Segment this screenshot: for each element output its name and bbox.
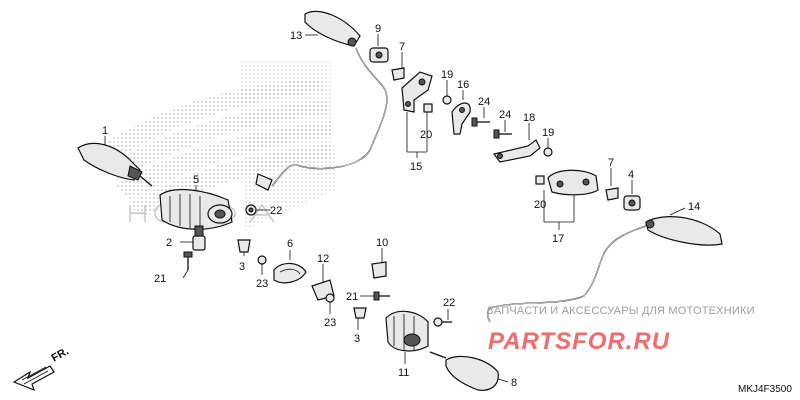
callout-8: 8 [511, 377, 517, 389]
watermark-brand: PARTSFOR.RU [488, 328, 670, 355]
callout-21: 21 [154, 273, 166, 285]
collar-left [423, 103, 433, 113]
left-turn-signal-lens [77, 142, 153, 187]
rubber-pad [273, 262, 307, 284]
callout-10: 10 [376, 237, 388, 249]
watermark: ЗАПЧАСТИ И АКСЕССУАРЫ ДЛЯ МОТОТЕХНИКИ PA… [487, 305, 755, 355]
callout-23: 23 [324, 317, 336, 329]
grommet-left [245, 204, 257, 216]
small-bracket [371, 261, 387, 279]
bolt-top [471, 117, 490, 127]
right-stay-plate [492, 139, 541, 163]
watermark-tagline: ЗАПЧАСТИ И АКСЕССУАРЫ ДЛЯ МОТОТЕХНИКИ [487, 305, 755, 317]
turn-signal-housing [159, 189, 233, 230]
screw-right [433, 317, 452, 327]
clip-left [237, 239, 251, 253]
screw-lower [325, 293, 335, 303]
callout-3: 3 [239, 261, 245, 273]
callout-18: 18 [523, 112, 535, 124]
callout-5: 5 [193, 174, 199, 186]
left-stay-bracket [401, 71, 433, 113]
clip-lower [353, 307, 367, 319]
part-number-callouts: 1 13 9 7 19 16 20 15 24 24 18 19 7 4 20 … [102, 23, 700, 389]
mounting-plate [451, 102, 471, 135]
callout-7: 7 [399, 41, 405, 53]
right-turn-signal-lens [429, 351, 499, 391]
callout-24: 24 [478, 96, 490, 108]
bolt-lower [373, 291, 390, 301]
callout-14: 14 [688, 201, 700, 213]
grommet-top [369, 47, 389, 63]
front-label: FR. [50, 345, 71, 364]
bolt-left [183, 251, 193, 270]
callout-7: 7 [608, 157, 614, 169]
nut-right [543, 147, 553, 157]
callout-17: 17 [552, 233, 564, 245]
clip-right [605, 187, 619, 201]
callout-19: 19 [542, 127, 554, 139]
callout-13: 13 [290, 30, 302, 42]
callout-4: 4 [628, 169, 634, 181]
callout-22: 22 [443, 297, 455, 309]
callout-3: 3 [354, 333, 360, 345]
callout-6: 6 [287, 238, 293, 250]
clip-top [391, 67, 405, 81]
grommet-right [623, 195, 641, 211]
callout-16: 16 [457, 79, 469, 91]
left-rear-signal [255, 10, 388, 191]
bolt-mid [493, 129, 512, 139]
callout-9: 9 [375, 23, 381, 35]
callout-15: 15 [410, 161, 422, 173]
callout-22: 22 [270, 205, 282, 217]
diagram-code: MKJ4F3500 [738, 384, 792, 395]
callout-24: 24 [499, 109, 511, 121]
callout-20: 20 [534, 199, 546, 211]
callout-23: 23 [256, 278, 268, 290]
callout-1: 1 [102, 125, 108, 137]
right-rear-signal [487, 216, 723, 323]
callout-20: 20 [420, 129, 432, 141]
callout-12: 12 [317, 253, 329, 265]
callout-19: 19 [441, 69, 453, 81]
bulb-socket [192, 225, 206, 251]
nut-top [442, 95, 452, 105]
right-stay-bracket [535, 169, 599, 196]
callout-21: 21 [346, 291, 358, 303]
callout-2: 2 [166, 237, 172, 249]
screw-left [257, 255, 267, 265]
right-turn-signal-housing [385, 310, 429, 352]
callout-11: 11 [398, 367, 409, 379]
front-direction-marker: FR. [12, 345, 71, 392]
